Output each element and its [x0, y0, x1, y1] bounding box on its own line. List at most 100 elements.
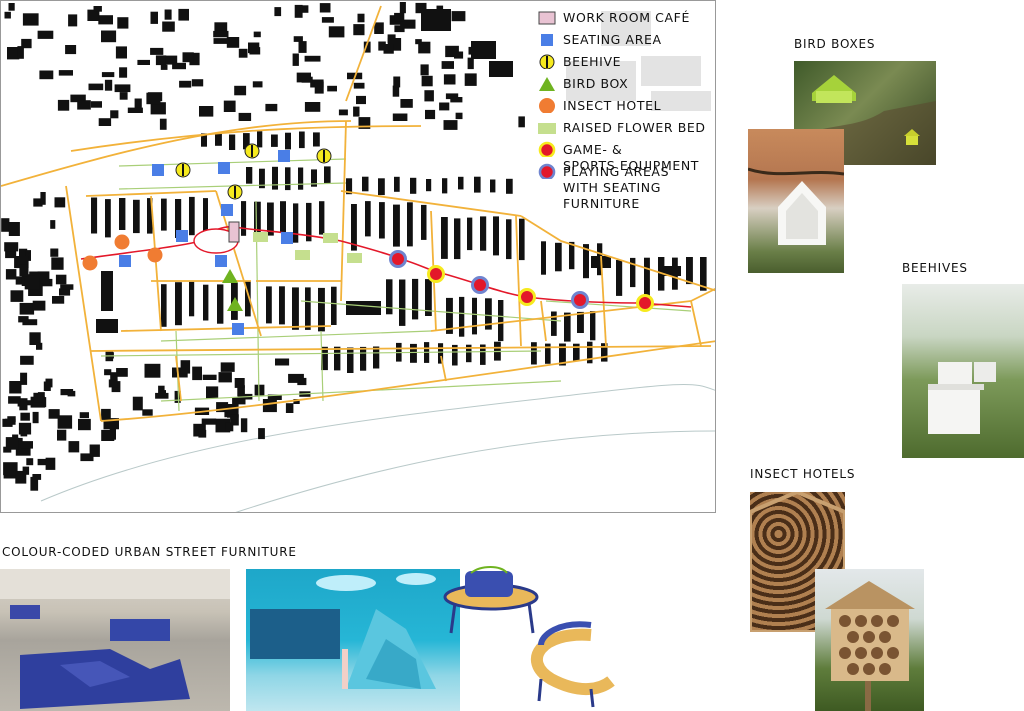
- building: [68, 441, 80, 453]
- building: [314, 81, 324, 94]
- building: [285, 167, 291, 191]
- building: [108, 379, 118, 388]
- legend-item-raised-flower-bed: RAISED FLOWER BED: [532, 116, 722, 138]
- building: [25, 250, 31, 261]
- building: [101, 429, 115, 441]
- raised-flower-beds: [253, 232, 362, 263]
- building: [412, 278, 419, 320]
- building: [3, 462, 18, 476]
- building: [458, 176, 464, 190]
- building: [4, 11, 11, 19]
- building: [393, 76, 401, 88]
- building: [630, 257, 636, 288]
- building: [132, 396, 143, 411]
- building: [506, 178, 513, 194]
- building: [378, 178, 385, 196]
- building: [421, 75, 433, 87]
- building: [292, 287, 299, 330]
- building: [117, 17, 129, 29]
- building: [373, 346, 380, 369]
- building: [159, 118, 167, 130]
- building: [192, 366, 202, 381]
- street-furniture-photo-indoor: [246, 569, 460, 711]
- building: [338, 109, 348, 116]
- building: [225, 422, 234, 432]
- building: [20, 355, 34, 365]
- street-furniture-photo-plaza: [0, 569, 230, 711]
- building: [218, 372, 232, 383]
- building: [65, 45, 77, 55]
- building: [93, 6, 102, 12]
- building: [459, 296, 465, 337]
- building: [274, 7, 282, 17]
- building: [467, 57, 474, 70]
- building: [19, 302, 35, 315]
- building: [189, 52, 200, 66]
- building: [32, 411, 39, 424]
- building: [257, 131, 263, 148]
- building: [90, 101, 102, 108]
- building: [234, 85, 247, 96]
- context-buildings: [566, 11, 711, 111]
- building: [8, 222, 20, 236]
- building: [19, 248, 28, 258]
- building: [155, 55, 167, 66]
- building: [213, 30, 229, 38]
- building: [150, 102, 166, 115]
- building: [353, 24, 365, 36]
- building: [353, 106, 360, 117]
- building: [20, 441, 33, 449]
- building: [172, 367, 188, 378]
- building: [252, 81, 263, 88]
- building: [304, 102, 321, 112]
- building: [446, 297, 453, 334]
- building: [58, 70, 73, 76]
- building: [57, 99, 70, 111]
- building: [142, 409, 153, 416]
- building: [464, 73, 477, 86]
- building: [91, 197, 98, 234]
- building: [114, 84, 131, 93]
- building: [98, 118, 112, 126]
- building: [240, 418, 248, 433]
- building: [644, 257, 650, 296]
- building: [21, 38, 32, 49]
- building: [70, 94, 86, 103]
- building: [280, 201, 286, 233]
- building: [20, 412, 30, 421]
- building: [248, 42, 260, 54]
- building: [321, 346, 328, 371]
- building: [180, 360, 191, 374]
- site-map: [0, 0, 716, 513]
- building: [161, 284, 167, 327]
- legend-item-seating-area: SEATING AREA: [532, 28, 722, 50]
- building: [119, 67, 128, 78]
- map-drawing: [1, 2, 715, 512]
- building: [445, 45, 459, 58]
- game-equipment-icon: [538, 141, 556, 157]
- building: [2, 418, 13, 427]
- building: [5, 249, 17, 259]
- building: [20, 372, 28, 385]
- beehives: [175, 143, 332, 200]
- building: [294, 4, 303, 18]
- building: [357, 13, 365, 23]
- building: [363, 41, 371, 53]
- building: [238, 112, 252, 121]
- building: [426, 179, 432, 192]
- building: [178, 8, 189, 21]
- building: [241, 201, 247, 236]
- building: [306, 202, 312, 242]
- building: [7, 47, 20, 60]
- building: [101, 408, 111, 420]
- building: [318, 287, 325, 332]
- building: [305, 287, 311, 330]
- building: [214, 22, 228, 33]
- building: [104, 79, 113, 91]
- building: [425, 279, 432, 316]
- building: [160, 64, 168, 70]
- building: [79, 412, 89, 419]
- beehive-boxes-icon: [928, 362, 996, 434]
- bamboo-tubes-icon: [750, 492, 845, 632]
- legend-label: SEATING AREA: [563, 32, 662, 47]
